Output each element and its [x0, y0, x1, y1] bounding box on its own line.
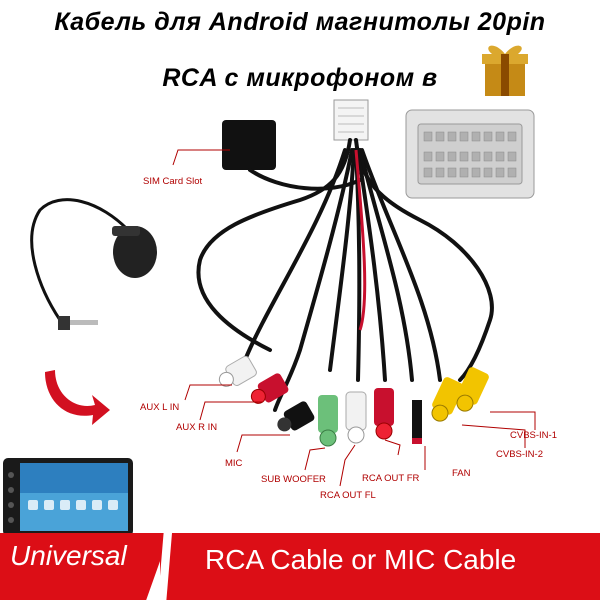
- banner-universal-text: Universal: [10, 540, 127, 571]
- label-cvbs-in-2: CVBS-IN-2: [496, 449, 543, 460]
- label-leaders: [172, 149, 536, 487]
- connector-closeup: [405, 109, 535, 199]
- title-line-2: RCA с микрофоном в: [162, 64, 438, 92]
- main-connector: [333, 99, 369, 141]
- label-aux-r-in: AUX R IN: [176, 422, 218, 433]
- microphone: [30, 198, 157, 330]
- title-line-1: Кабель для Android магнитолы 20pin: [54, 8, 546, 36]
- rca-plugs: [218, 355, 489, 447]
- banner-cable-text: RCA Cable or MIC Cable: [205, 544, 517, 575]
- label-fan: FAN: [452, 468, 471, 479]
- head-unit-device: [3, 458, 133, 536]
- gift-box-icon: [482, 45, 528, 96]
- label-rca-out-fl: RCA OUT FL: [320, 490, 376, 501]
- curved-arrow-icon: [45, 370, 110, 425]
- banner-left-bg: [0, 533, 170, 600]
- sim-card-slot: [222, 120, 276, 170]
- label-sim-card-slot: SIM Card Slot: [143, 176, 203, 187]
- label-sub-woofer: SUB WOOFER: [261, 474, 326, 485]
- label-cvbs-in-1: CVBS-IN-1: [510, 430, 557, 441]
- label-mic: MIC: [225, 458, 243, 469]
- label-aux-l-in: AUX L IN: [140, 402, 180, 413]
- banner-right-bg: [160, 533, 600, 600]
- label-rca-out-fr: RCA OUT FR: [362, 473, 420, 484]
